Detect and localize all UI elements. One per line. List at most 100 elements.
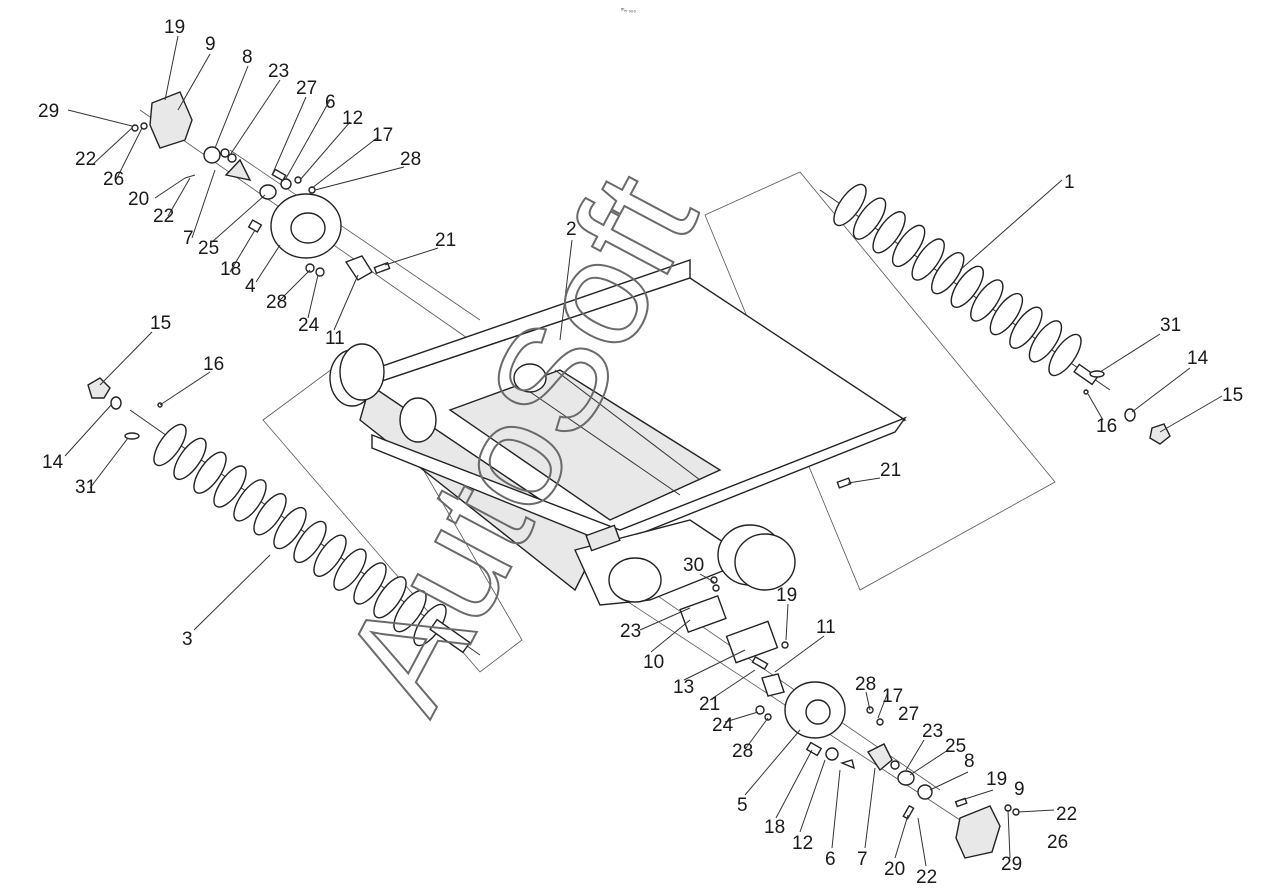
leader-line <box>1017 809 1055 813</box>
leader-line <box>115 127 143 181</box>
callout-15-left: 15 <box>150 313 171 334</box>
auger-flight <box>253 493 287 536</box>
callout-7-lower: 7 <box>857 849 868 870</box>
callout-26-lower: 26 <box>1047 832 1068 853</box>
auger-3-frame <box>262 351 523 673</box>
leader-line <box>917 817 927 867</box>
leader-line <box>214 65 249 149</box>
callout-9-upper: 9 <box>205 34 216 55</box>
leader-line <box>99 331 153 386</box>
callout-leader-lines <box>64 35 1223 867</box>
auger-flight <box>1028 320 1063 363</box>
leader-line <box>307 274 319 319</box>
callout-9-lower: 9 <box>1014 779 1025 800</box>
leader-line <box>64 403 113 457</box>
auger-flight <box>989 292 1024 336</box>
auger-flight <box>891 224 926 268</box>
leader-line <box>191 169 216 239</box>
leader-line <box>905 739 925 771</box>
auger-flight <box>273 506 307 550</box>
callout-20-lower: 20 <box>884 859 905 880</box>
leader-line <box>1087 393 1104 421</box>
callout-3: 3 <box>182 629 193 650</box>
leader-line <box>164 35 179 101</box>
left-bearing-assembly <box>131 91 391 281</box>
callout-8-lower: 8 <box>964 751 975 772</box>
auger-flight <box>153 423 187 467</box>
callout-27-upper: 27 <box>296 78 317 99</box>
leader-line <box>193 554 271 631</box>
callout-23-mid: 23 <box>620 621 641 642</box>
auger-flight <box>1048 333 1082 377</box>
leader-line <box>211 194 266 243</box>
callout-27-lower: 27 <box>898 704 919 725</box>
auger-flight <box>293 520 327 564</box>
header-code: ᵐₙ ₀₀₀ <box>621 8 636 14</box>
callout-18-upper: 18 <box>220 259 241 280</box>
auger-flight <box>872 211 906 254</box>
callout-31-left: 31 <box>75 477 96 498</box>
callout-19-lower: 19 <box>986 769 1007 790</box>
leader-line <box>865 691 871 711</box>
callout-5: 5 <box>737 795 748 816</box>
hopper-housing <box>329 259 907 606</box>
callout-24-lower: 24 <box>712 715 734 736</box>
callout-26-upper: 26 <box>103 169 124 190</box>
callout-14-left: 14 <box>42 452 64 473</box>
leader-line <box>299 121 351 181</box>
leader-line <box>333 274 359 331</box>
leader-line <box>384 247 439 266</box>
auger-flight <box>233 479 267 522</box>
leader-line <box>724 711 759 723</box>
callout-15-right: 15 <box>1222 385 1243 406</box>
callout-22-lower-b: 22 <box>916 867 937 888</box>
leader-line <box>774 635 825 673</box>
auger-flight <box>931 252 965 295</box>
leader-line <box>89 437 129 489</box>
callout-22-upper-b: 22 <box>153 206 174 227</box>
leader-line <box>799 759 826 833</box>
callout-29-upper: 29 <box>38 101 59 122</box>
leader-line <box>847 477 881 484</box>
callout-17-lower: 17 <box>882 686 903 707</box>
leader-line <box>639 607 691 631</box>
callout-8-upper: 8 <box>242 47 253 68</box>
callout-1: 1 <box>1064 172 1075 193</box>
auger-flight <box>373 576 407 619</box>
callout-25-upper: 25 <box>198 238 219 259</box>
leader-line <box>894 814 909 859</box>
leader-line <box>785 603 789 641</box>
callout-30: 30 <box>683 555 704 576</box>
leader-line <box>959 179 1063 271</box>
callout-28-upper-a: 28 <box>400 149 421 170</box>
auger-flight <box>833 183 867 227</box>
callout-24-upper: 24 <box>298 315 320 336</box>
leader-line <box>167 177 191 217</box>
leader-line <box>650 619 691 653</box>
leader-line <box>177 53 211 111</box>
auger-1 <box>819 183 1111 391</box>
callout-2: 2 <box>566 219 577 240</box>
auger-flight <box>970 279 1004 322</box>
leader-line <box>1099 333 1161 373</box>
leader-line <box>683 649 746 681</box>
callout-7-upper: 7 <box>183 228 194 249</box>
leader-line <box>229 229 256 273</box>
callout-31-right: 31 <box>1160 315 1181 336</box>
leader-line <box>909 749 949 776</box>
callout-19-mid: 19 <box>776 585 797 606</box>
callout-25-lower: 25 <box>945 736 966 757</box>
leader-line <box>864 767 876 849</box>
callout-6-lower: 6 <box>825 849 836 870</box>
auger-flight <box>173 437 207 481</box>
callout-22-lower-a: 22 <box>1056 804 1077 825</box>
auger-flight <box>193 451 227 494</box>
callout-12-upper: 12 <box>342 108 363 129</box>
leader-line <box>745 717 769 749</box>
auger-flight <box>353 562 387 605</box>
callout-10: 10 <box>643 652 664 673</box>
callout-12-lower: 12 <box>792 833 813 854</box>
callout-23-upper: 23 <box>268 61 289 82</box>
leader-line <box>831 769 841 849</box>
